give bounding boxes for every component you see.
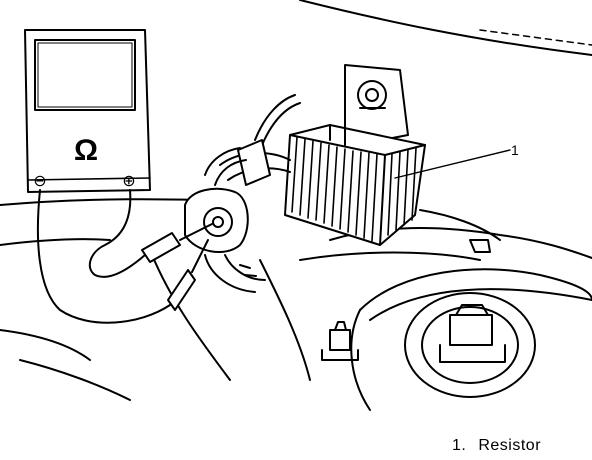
ohmmeter — [24, 29, 151, 193]
positive-terminal-icon: ⊕ — [122, 171, 135, 190]
callout-number: 1 — [511, 142, 519, 158]
legend-label: Resistor — [478, 437, 542, 454]
callout-leader-line — [394, 149, 511, 179]
legend: 1. Resistor — [452, 437, 541, 455]
small-bolt — [321, 321, 359, 361]
test-leads — [36, 189, 213, 324]
strut-tower — [350, 268, 592, 411]
engine-background — [0, 0, 592, 401]
negative-terminal-icon: ⊖ — [33, 171, 46, 190]
wiring-harness — [204, 94, 301, 186]
test-connector — [184, 187, 266, 293]
resistor — [284, 124, 426, 246]
ohm-symbol: Ω — [74, 134, 98, 167]
legend-number: 1. — [452, 437, 467, 454]
